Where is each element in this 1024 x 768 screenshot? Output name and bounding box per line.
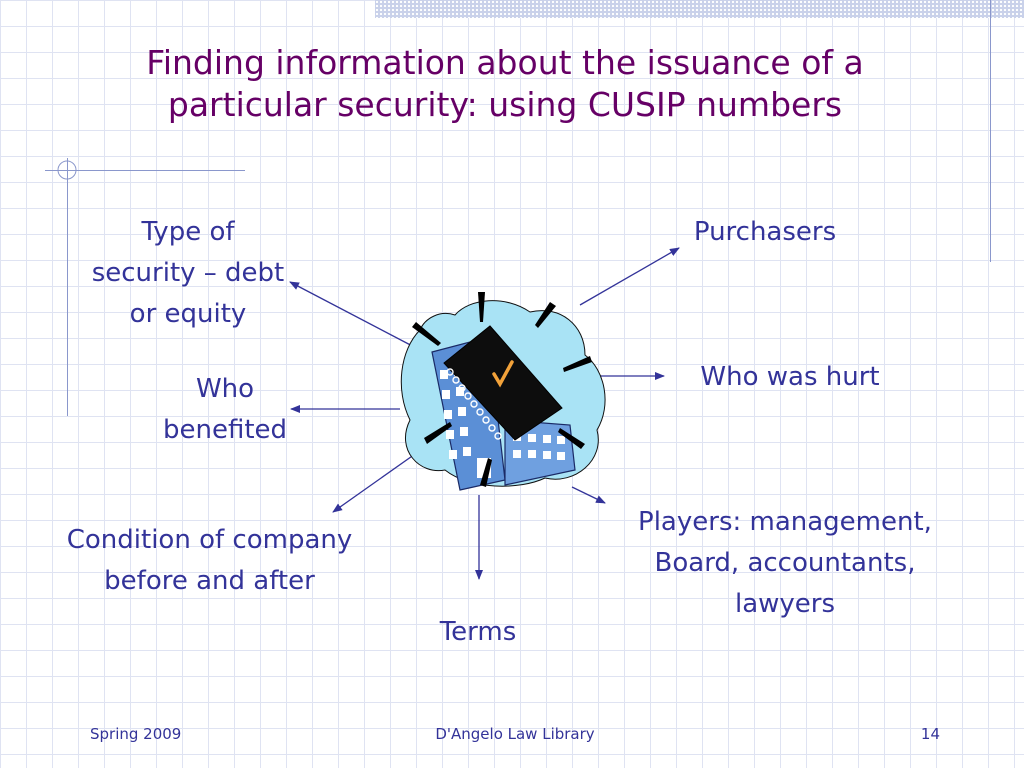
notebook-icon [443, 325, 563, 441]
label-line: Players: management, [638, 507, 932, 537]
footer-center: D'Angelo Law Library [435, 725, 595, 743]
label-type-of-security: Type of security – debt or equity [75, 212, 301, 335]
burst-marks [412, 292, 592, 487]
label-line: lawyers [734, 589, 836, 619]
decorative-vertical-line [990, 0, 991, 262]
label-condition-of-company: Condition of company before and after [42, 520, 377, 602]
label-who-was-hurt: Who was hurt [700, 362, 880, 392]
label-line: security – debt [91, 258, 285, 288]
label-line: Who [195, 374, 255, 404]
arrow-players [571, 486, 606, 504]
slide-title: Finding information about the issuance o… [146, 43, 864, 124]
label-line: Type of [141, 217, 235, 247]
label-players: Players: management, Board, accountants,… [610, 502, 960, 625]
arrow-type-of-security [289, 281, 421, 351]
decorative-vertical-line-left [67, 158, 68, 416]
label-who-benefited: Who benefited [140, 369, 310, 451]
building-icon [431, 341, 576, 491]
checkmark-icon [492, 360, 514, 388]
decorative-horizontal-line [45, 170, 245, 171]
decorative-band [375, 0, 1024, 18]
label-line: before and after [104, 566, 315, 596]
label-line: Condition of company [66, 525, 353, 555]
label-line: benefited [162, 415, 288, 445]
clipart [400, 292, 606, 491]
label-line: or equity [129, 299, 247, 329]
label-purchasers: Purchasers [693, 217, 837, 247]
arrow-condition [332, 446, 426, 513]
arrow-purchasers [579, 247, 680, 306]
decorative-circle [57, 160, 77, 180]
page-number: 14 [920, 725, 940, 743]
arrows [289, 247, 680, 580]
footer-left: Spring 2009 [90, 725, 182, 743]
label-line: Board, accountants, [654, 548, 916, 578]
label-terms: Terms [439, 617, 517, 647]
